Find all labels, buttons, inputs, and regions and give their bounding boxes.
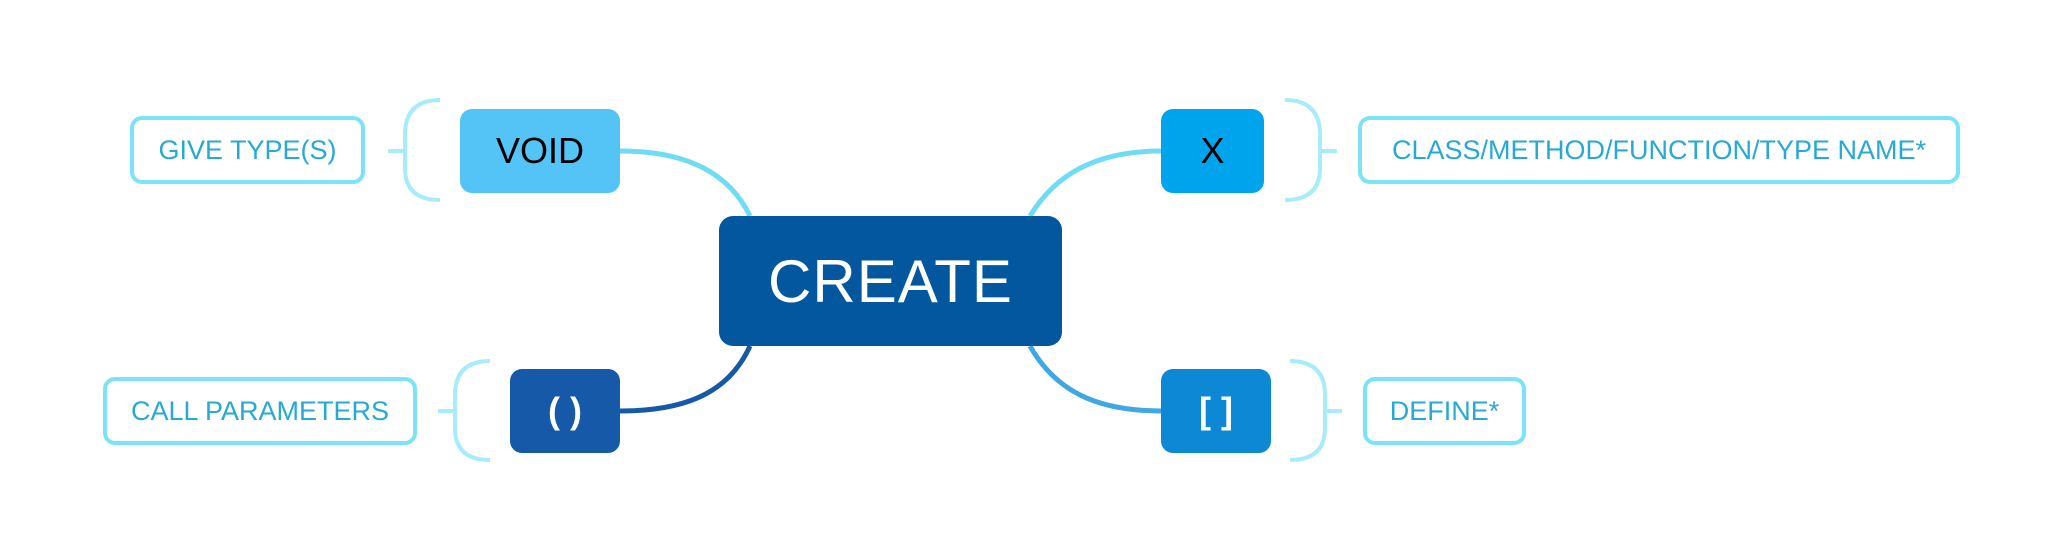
center-node-create: CREATE: [719, 216, 1062, 346]
annotation-call-parameters-text: CALL PARAMETERS: [130, 395, 390, 426]
bracket-void: [403, 98, 441, 202]
bracket-bracket: [1289, 359, 1327, 462]
connector-paren: [619, 344, 753, 414]
branch-node-parentheses: ( ): [510, 369, 620, 453]
center-node-label: CREATE: [768, 247, 1013, 315]
branch-node-void-label: VOID: [495, 130, 584, 171]
branch-node-square-brackets-label: [ ]: [1199, 390, 1233, 431]
annotation-give-types-text: GIVE TYPE(S): [158, 134, 337, 165]
branch-node-x-label: X: [1200, 130, 1225, 171]
annotation-define: DEFINE*: [1363, 377, 1526, 445]
annotation-define-text: DEFINE*: [1389, 395, 1500, 426]
branch-node-x: X: [1161, 109, 1264, 193]
connector-void: [619, 148, 753, 218]
branch-node-void: VOID: [460, 109, 620, 193]
annotation-give-types: GIVE TYPE(S): [130, 116, 365, 184]
bracket-paren: [453, 359, 491, 462]
connector-bracket: [1027, 344, 1162, 414]
annotation-call-parameters: CALL PARAMETERS: [103, 377, 417, 445]
branch-node-square-brackets: [ ]: [1161, 369, 1271, 453]
annotation-names-text: CLASS/METHOD/FUNCTION/TYPE NAME*: [1391, 134, 1927, 165]
connector-x: [1027, 148, 1162, 218]
branch-node-parentheses-label: ( ): [548, 390, 582, 431]
annotation-names: CLASS/METHOD/FUNCTION/TYPE NAME*: [1358, 116, 1960, 184]
bracket-x: [1284, 98, 1322, 202]
